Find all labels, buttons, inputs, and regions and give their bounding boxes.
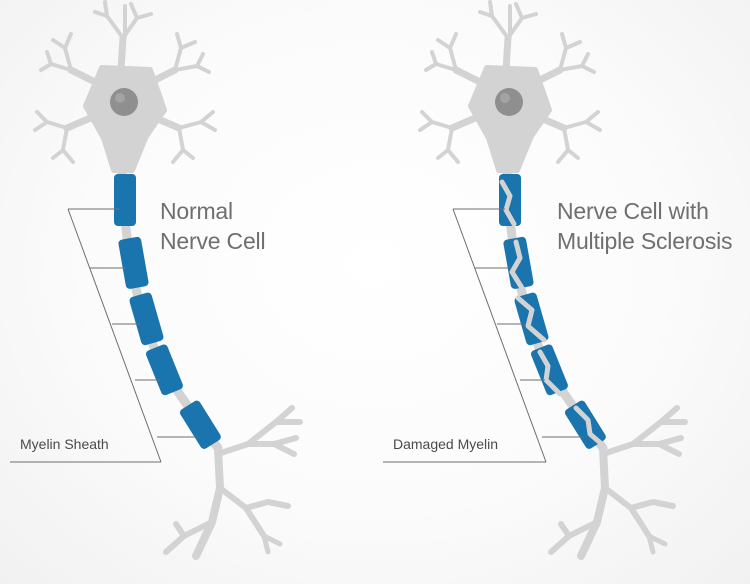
myelin-segment [146,344,183,396]
myelin-leader-lines [10,208,198,463]
myelin-sheath-label: Myelin Sheath [20,436,109,452]
normal-nucleus [110,88,138,116]
myelin-segments [114,174,221,449]
ms-nerve-cell-title: Nerve Cell with Multiple Sclerosis [557,196,733,256]
ms-title-line1: Nerve Cell with [557,198,709,224]
normal-neuron [10,2,300,556]
damaged-myelin-label: Damaged Myelin [393,436,499,452]
normal-nerve-cell-title: Normal Nerve Cell [160,196,266,256]
damaged-leader-lines [383,208,583,463]
normal-title-line2: Nerve Cell [160,228,266,254]
myelin-damage-cracks [499,179,607,449]
ms-soma [468,65,552,173]
myelin-segment [118,236,149,289]
ms-title-line2: Multiple Sclerosis [557,228,733,254]
normal-soma [83,65,167,173]
normal-title-line1: Normal [160,198,233,224]
ms-neuron [383,2,685,556]
ms-nucleus [495,88,523,116]
myelin-segment [114,174,136,226]
myelin-segment [179,400,221,449]
myelin-segment [129,292,164,346]
